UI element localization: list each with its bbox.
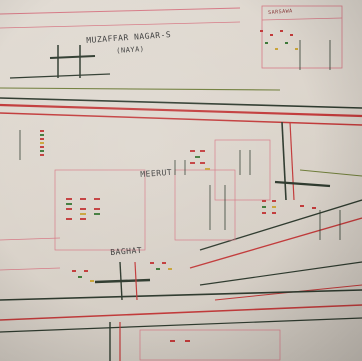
panel-diagram [0, 5, 362, 361]
